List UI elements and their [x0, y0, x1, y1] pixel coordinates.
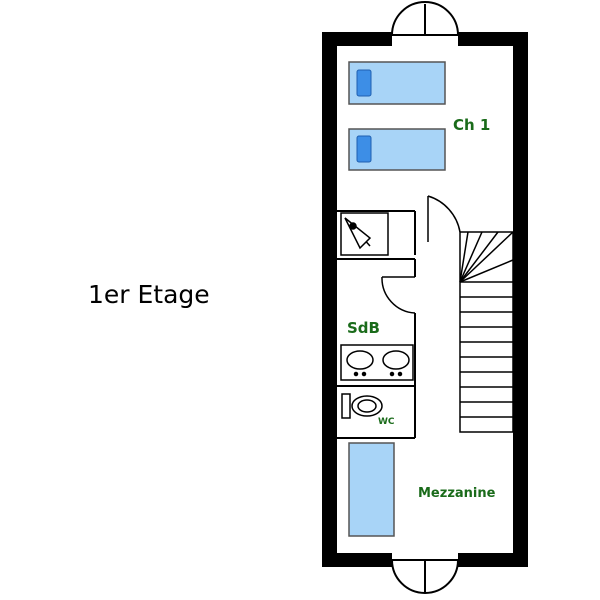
bathroom-door	[381, 276, 416, 314]
room-label-toilet: WC	[378, 417, 395, 427]
top-window	[390, 1, 460, 36]
staircase	[459, 231, 514, 433]
bottom-window	[390, 559, 460, 594]
bedroom-door	[427, 195, 461, 242]
mezzanine-bed	[348, 442, 395, 537]
bed-1	[348, 61, 446, 105]
bathroom-walls	[337, 258, 416, 439]
room-label-bedroom: Ch 1	[453, 116, 490, 134]
bed-2	[348, 128, 446, 171]
toilet	[341, 393, 383, 419]
bedroom-partition	[337, 210, 416, 255]
room-label-mezzanine: Mezzanine	[418, 486, 496, 501]
floor-title: 1er Etage	[88, 280, 210, 309]
shower	[340, 212, 389, 256]
outer-walls	[322, 32, 528, 567]
room-label-bathroom: SdB	[347, 319, 380, 337]
double-sink	[340, 344, 414, 381]
